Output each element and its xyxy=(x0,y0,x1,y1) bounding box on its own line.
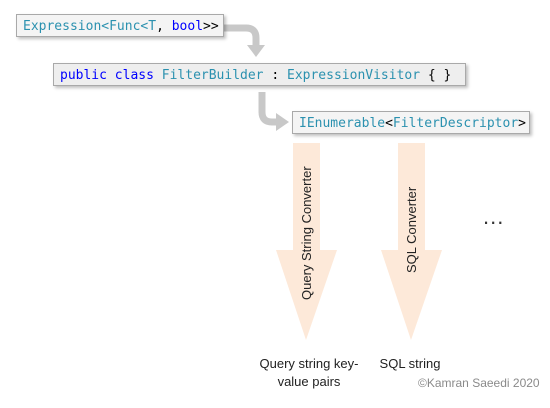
ienumerable-type: IEnumerable xyxy=(299,116,386,131)
connector-arrow-2-head xyxy=(276,113,289,131)
separator: , xyxy=(156,19,172,34)
more-ellipsis: ... xyxy=(483,204,505,229)
generic-close: >> xyxy=(203,19,219,34)
space xyxy=(107,68,115,83)
expression-func-box: Expression<Func<T, bool>> xyxy=(16,14,224,37)
sql-converter-label: SQL Converter xyxy=(404,186,419,273)
generic-close: > xyxy=(518,116,526,131)
connector-arrow-2 xyxy=(258,92,277,126)
space xyxy=(154,68,162,83)
expression-visitor-name: ExpressionVisitor xyxy=(287,68,421,83)
sql-string-output: SQL string xyxy=(379,356,441,371)
inherits-colon: : xyxy=(263,68,287,83)
filter-builder-box: public class FilterBuilder : ExpressionV… xyxy=(53,63,466,86)
filter-descriptor-box: IEnumerable<FilterDescriptor> xyxy=(292,111,530,134)
query-string-output: Query string key-value pairs xyxy=(259,356,359,389)
generic-open: < xyxy=(140,19,149,34)
generic-open: < xyxy=(385,116,393,131)
type-param: T xyxy=(148,19,157,34)
copyright-text: ©Kamran Saeedi 2020 xyxy=(418,376,540,390)
sql-converter-arrow xyxy=(381,143,442,340)
expression-type: Expression< xyxy=(23,19,110,34)
connector-arrow-1-head xyxy=(247,45,265,57)
class-body: { } xyxy=(420,68,452,83)
bool-keyword: bool xyxy=(171,19,204,34)
query-string-converter-arrow xyxy=(276,143,337,340)
public-keyword: public xyxy=(60,68,107,83)
filter-builder-name: FilterBuilder xyxy=(161,68,264,83)
func-type: Func xyxy=(109,19,141,34)
filter-descriptor-type: FilterDescriptor xyxy=(392,116,519,131)
query-string-converter-label: Query String Converter xyxy=(299,166,314,300)
connector-arrow-1 xyxy=(224,24,260,46)
class-keyword: class xyxy=(114,68,154,83)
